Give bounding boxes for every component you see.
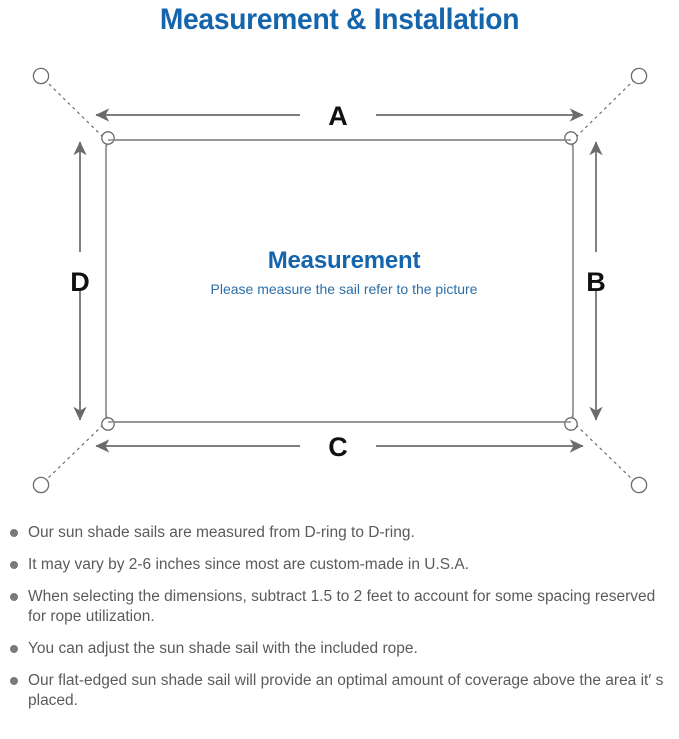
bullet-icon bbox=[10, 561, 18, 569]
list-item: You can adjust the sun shade sail with t… bbox=[0, 639, 679, 659]
rope-line-bottom-right bbox=[575, 424, 634, 481]
d-ring-bottom-left bbox=[101, 417, 115, 431]
bullet-icon bbox=[10, 645, 18, 653]
rope-line-top-left bbox=[45, 80, 104, 138]
d-ring-top-right bbox=[564, 131, 578, 145]
rope-line-top-right bbox=[575, 80, 634, 138]
bullet-icon bbox=[10, 677, 18, 685]
note-text: Our sun shade sails are measured from D-… bbox=[28, 524, 415, 541]
list-item: Our sun shade sails are measured from D-… bbox=[0, 523, 679, 543]
diagram-center-title: Measurement bbox=[268, 247, 421, 274]
dimension-label-d: D bbox=[70, 267, 90, 297]
list-item: Our flat-edged sun shade sail will provi… bbox=[0, 671, 679, 711]
dimension-label-c: C bbox=[328, 432, 348, 462]
measurement-diagram: A C D B Measurement Please measure the s… bbox=[0, 52, 679, 522]
list-item: It may vary by 2-6 inches since most are… bbox=[0, 555, 679, 575]
anchor-top-left bbox=[32, 67, 50, 85]
bullet-icon bbox=[10, 593, 18, 601]
bullet-icon bbox=[10, 529, 18, 537]
dimension-label-a: A bbox=[328, 101, 348, 131]
diagram-center-subtitle: Please measure the sail refer to the pic… bbox=[211, 281, 478, 297]
note-text: When selecting the dimensions, subtract … bbox=[28, 588, 656, 625]
list-item: When selecting the dimensions, subtract … bbox=[0, 587, 679, 627]
note-text: It may vary by 2-6 inches since most are… bbox=[28, 556, 470, 573]
anchor-bottom-right bbox=[630, 476, 648, 494]
rope-line-bottom-left bbox=[45, 424, 104, 481]
anchor-bottom-left bbox=[32, 476, 50, 494]
d-ring-bottom-right bbox=[564, 417, 578, 431]
notes-list: Our sun shade sails are measured from D-… bbox=[0, 523, 679, 723]
note-text: Our flat-edged sun shade sail will provi… bbox=[28, 672, 664, 709]
anchor-top-right bbox=[630, 67, 648, 85]
d-ring-top-left bbox=[101, 131, 115, 145]
dimension-label-b: B bbox=[586, 267, 606, 297]
page-title: Measurement & Installation bbox=[159, 3, 520, 36]
note-text: You can adjust the sun shade sail with t… bbox=[28, 640, 418, 657]
